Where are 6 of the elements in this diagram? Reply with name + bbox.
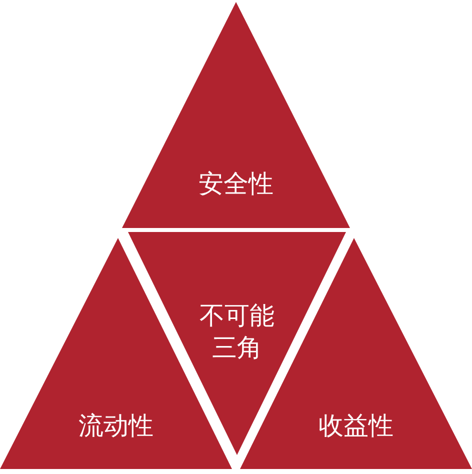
- triangle-segment: [128, 232, 346, 455]
- segment-label: 不可能三角: [198, 300, 276, 364]
- triangle-segment: [122, 2, 350, 228]
- segment-label: 流动性: [78, 410, 154, 442]
- segment-label: 收益性: [318, 410, 394, 442]
- segment-label: 安全性: [198, 168, 274, 200]
